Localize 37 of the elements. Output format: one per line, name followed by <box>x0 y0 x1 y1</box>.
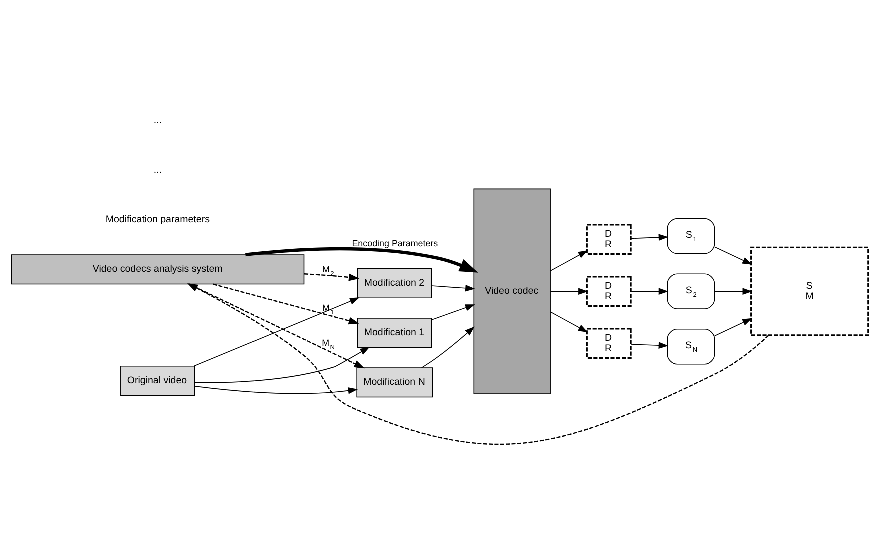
edge-label: M$_{N}$ <box>322 337 335 351</box>
arrow <box>714 246 752 264</box>
label: ... <box>154 164 162 176</box>
node-box: Modification 1 <box>357 318 432 348</box>
arrow <box>630 234 669 240</box>
arrow <box>550 288 588 295</box>
arrow <box>714 318 752 336</box>
node-box: Modification N <box>356 367 434 398</box>
node-box: S M <box>750 246 870 336</box>
arrow <box>432 304 476 320</box>
arrow <box>194 346 370 383</box>
arrow <box>194 386 358 394</box>
node-box: D R <box>586 328 632 359</box>
node-box: D R <box>586 224 632 255</box>
label: ... <box>154 114 162 126</box>
edge-label: Encoding Parameters <box>352 238 438 248</box>
label: Modification parameters <box>106 214 210 226</box>
arrow <box>714 288 753 295</box>
node-box: Video codec <box>474 188 551 394</box>
arrow <box>432 284 476 292</box>
node-box: Original video <box>120 365 196 396</box>
node-box: Video codecs analysis system <box>11 254 305 284</box>
node-box: Modification 2 <box>357 268 432 298</box>
node-box: S$_{N}$ <box>667 328 716 364</box>
arrow <box>304 272 360 281</box>
edge-label: M$_{1}$ <box>322 302 334 316</box>
arrow <box>213 283 360 324</box>
node-box: S$_{1}$ <box>667 218 716 254</box>
arrow <box>550 250 588 271</box>
node-box: S$_{2}$ <box>667 273 716 309</box>
arrow <box>187 282 770 444</box>
node-box: D R <box>586 276 632 307</box>
arrow <box>194 297 360 366</box>
arrow <box>421 326 475 368</box>
arrow <box>550 311 588 332</box>
arrow <box>630 342 669 349</box>
arrow <box>630 288 669 295</box>
